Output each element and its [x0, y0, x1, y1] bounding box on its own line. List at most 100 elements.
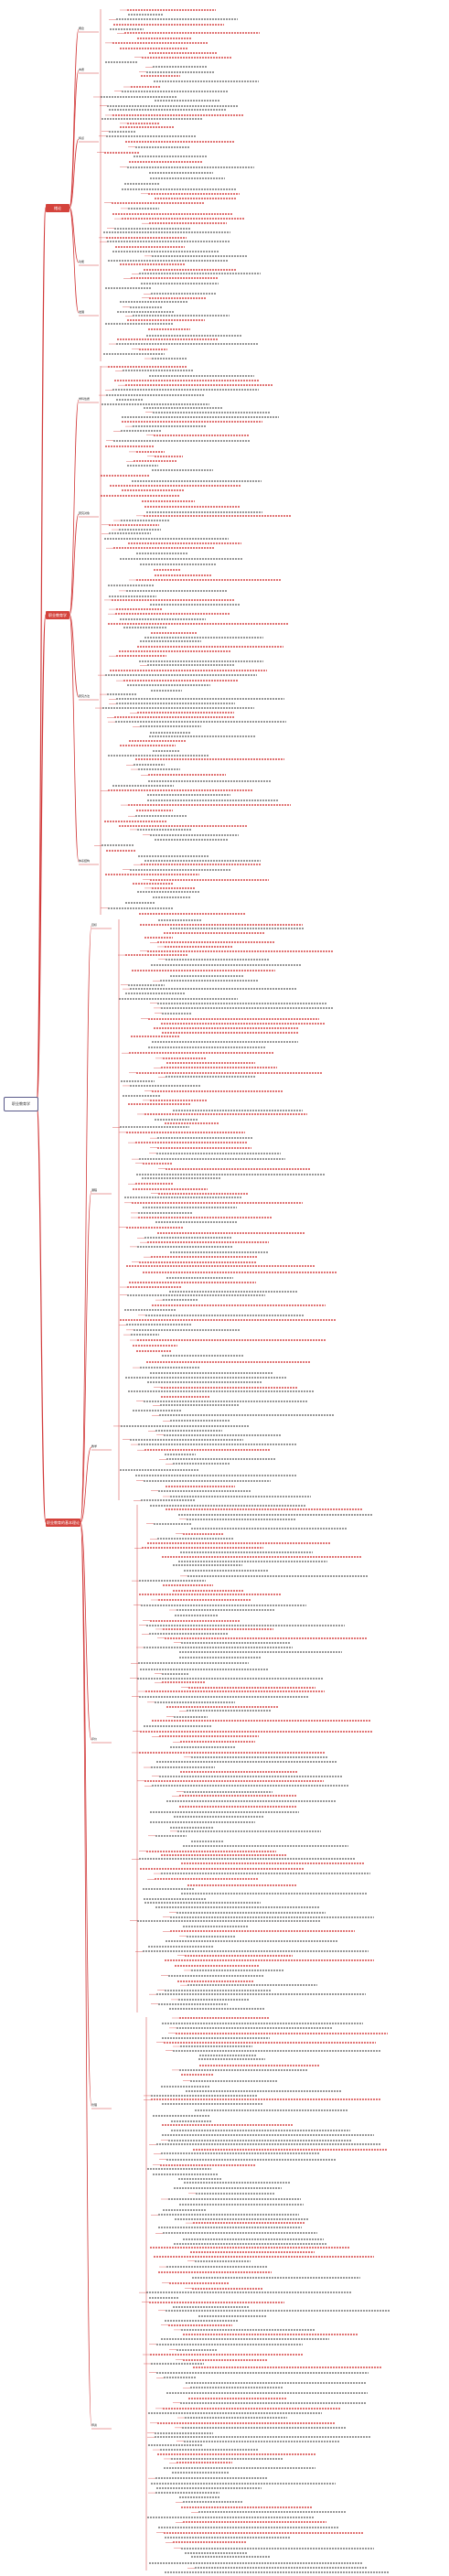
topic-2-4[interactable]: 体系结构	[79, 859, 91, 863]
note-line	[171, 2458, 283, 2460]
note-line	[165, 1453, 196, 1455]
note-line	[161, 1006, 333, 1009]
note-line	[156, 1152, 281, 1154]
branch-3-link-1	[80, 925, 92, 1523]
note-line	[134, 764, 165, 767]
note-line	[109, 108, 227, 111]
branch-3-link-6	[80, 1521, 92, 2427]
note-line	[184, 2440, 339, 2442]
topic-2-1[interactable]: 学科性质	[79, 397, 91, 401]
note-line	[119, 824, 248, 827]
branch-1-link-1	[69, 28, 80, 209]
note-line	[114, 716, 235, 719]
note-line	[171, 2120, 211, 2122]
note-line	[169, 2008, 265, 2011]
note-line	[150, 2247, 350, 2249]
root-link-3	[36, 1102, 47, 1523]
note-line	[132, 1201, 303, 1204]
note-line	[119, 998, 238, 1001]
note-line	[152, 1785, 349, 1787]
note-line	[161, 1854, 287, 1857]
note-line	[114, 227, 191, 230]
note-line	[130, 1085, 201, 1087]
topic-1-2[interactable]: 本质	[79, 68, 85, 71]
note-line	[155, 574, 211, 577]
note-line	[126, 1324, 192, 1326]
topic-2-3[interactable]: 研究方法	[79, 694, 91, 698]
note-line	[150, 1371, 273, 1374]
note-line	[102, 118, 202, 121]
topic-3-3[interactable]: 教学	[91, 1444, 98, 1448]
note-line	[148, 1046, 265, 1048]
note-line	[173, 2305, 250, 2308]
note-line	[115, 245, 185, 248]
note-line	[143, 1162, 172, 1165]
topic-1-5[interactable]: 发展	[79, 310, 85, 314]
branch-node-3[interactable]: 职业教育的基本理论	[46, 1519, 80, 1527]
topic-1-4[interactable]: 功能	[79, 260, 85, 263]
topic-3-5[interactable]: 管理	[91, 2103, 98, 2107]
note-line	[129, 740, 187, 742]
topic-2-2[interactable]: 研究对象	[79, 511, 91, 515]
branch-node-2[interactable]: 职业教育学	[46, 611, 69, 619]
root-node[interactable]: 职业教育学	[4, 1097, 38, 1111]
note-line	[160, 2163, 256, 2166]
note-line	[162, 2023, 363, 2025]
note-line	[158, 1192, 248, 1195]
topic-3-2[interactable]: 课程	[91, 1188, 98, 1192]
note-line	[105, 674, 257, 677]
note-line	[123, 680, 239, 682]
note-line	[199, 2064, 319, 2066]
note-line	[151, 689, 182, 692]
note-line	[133, 1187, 208, 1190]
note-line	[112, 201, 205, 204]
topic-3-4[interactable]: 评价	[91, 1737, 98, 1741]
note-line	[138, 1662, 249, 1665]
note-line	[121, 520, 169, 521]
note-line	[198, 2315, 267, 2318]
topic-3-1[interactable]: 目标	[91, 923, 98, 927]
note-line	[142, 1177, 221, 1180]
note-line	[168, 1974, 263, 1977]
note-line	[155, 2436, 371, 2439]
note-line	[128, 1103, 190, 1106]
note-line	[166, 1800, 336, 1803]
note-line	[137, 1919, 321, 1922]
note-line	[166, 2391, 368, 2394]
note-line	[176, 2462, 232, 2464]
note-line	[138, 1217, 272, 1218]
note-line	[176, 2026, 333, 2029]
topic-1-3[interactable]: 特点	[79, 136, 85, 140]
note-line	[139, 660, 263, 662]
note-line	[136, 1350, 171, 1353]
branch-node-1[interactable]: 绪论	[46, 204, 69, 212]
note-line	[144, 1779, 324, 1782]
note-line	[117, 338, 219, 340]
note-line	[170, 1251, 269, 1254]
topic-3-6[interactable]: 师资	[91, 2423, 98, 2427]
note-line	[173, 1564, 242, 1567]
note-line	[134, 1328, 241, 1331]
note-line	[116, 608, 162, 611]
note-line	[153, 411, 270, 413]
note-line	[198, 2511, 346, 2514]
topic-1-1[interactable]: 概念	[79, 27, 85, 30]
note-line	[185, 2551, 248, 2554]
note-line	[166, 2158, 337, 2161]
note-line	[178, 1560, 327, 1562]
note-line	[121, 430, 161, 433]
note-line	[136, 1071, 323, 1074]
note-line	[146, 70, 215, 73]
note-line	[141, 75, 180, 78]
note-line	[124, 183, 160, 185]
note-line	[150, 2354, 303, 2356]
note-line	[146, 1360, 310, 1363]
note-line	[163, 1628, 273, 1630]
note-line	[184, 1570, 268, 1572]
note-line	[139, 1594, 282, 1596]
note-line	[193, 2148, 388, 2151]
note-line	[158, 2526, 339, 2528]
note-line	[191, 1528, 347, 1530]
note-line	[125, 993, 186, 995]
note-line	[156, 1761, 337, 1764]
